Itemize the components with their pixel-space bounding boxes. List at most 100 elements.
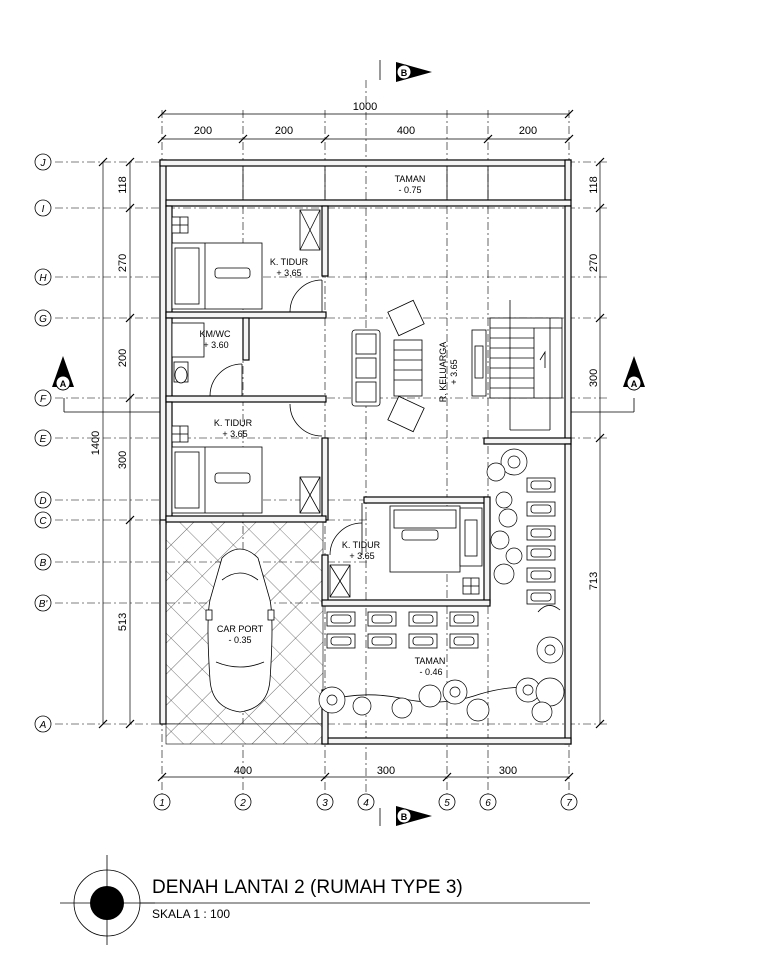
grid-bubble-b-prime: B' [34, 594, 52, 612]
svg-text:A: A [631, 379, 638, 389]
svg-text:D: D [39, 496, 46, 507]
grid-bubble-4: 4 [357, 793, 375, 811]
grid-bubble-a: A [34, 715, 52, 733]
dim-top-1: 200 [194, 125, 212, 137]
svg-text:H: H [39, 273, 47, 284]
grid-bubble-b: B [34, 553, 52, 571]
dim-left-4: 300 [117, 451, 129, 469]
family-room-furniture [351, 299, 487, 433]
room-bed3-name: K. TIDUR [342, 540, 381, 550]
drawing-scale: SKALA 1 : 100 [152, 907, 230, 921]
room-taman-bottom-name: TAMAN [415, 656, 446, 666]
dim-total-top: 1000 [353, 101, 377, 113]
grid-bubble-3: 3 [316, 793, 334, 811]
svg-text:4: 4 [363, 798, 369, 809]
room-keluarga-name: R. KELUARGA [438, 342, 448, 403]
room-taman-top-name: TAMAN [395, 174, 426, 184]
section-marker-a-left: A [52, 356, 162, 413]
dim-top-3: 400 [397, 125, 415, 137]
dimension-left: 1400 118 270 200 300 513 [90, 157, 135, 729]
svg-text:C: C [39, 516, 47, 527]
dim-left-3: 200 [117, 349, 129, 367]
garden-planters [321, 477, 566, 703]
grid-bubble-1: 1 [153, 793, 171, 811]
garden-plants [318, 448, 565, 723]
bed-room-1-furniture [171, 209, 321, 310]
dim-left-2: 270 [117, 254, 129, 272]
kmwc-furniture [171, 322, 205, 384]
grid-bubble-c: C [34, 511, 52, 529]
svg-text:6: 6 [485, 798, 491, 809]
grid-bubble-e: E [34, 429, 52, 447]
bed-room-2-furniture [171, 425, 321, 514]
room-bed2-level: + 3.65 [222, 429, 247, 439]
title-block: DENAH LANTAI 2 (RUMAH TYPE 3) SKALA 1 : … [60, 855, 590, 945]
svg-text:J: J [40, 158, 47, 169]
dim-right-4: 713 [588, 572, 600, 590]
svg-text:B': B' [39, 599, 49, 610]
room-carport-name: CAR PORT [217, 624, 264, 634]
grid-bubble-h: H [34, 268, 52, 286]
svg-text:B: B [401, 68, 408, 78]
grid-bubble-6: 6 [479, 793, 497, 811]
grid-bubble-i: I [34, 199, 52, 217]
svg-text:1: 1 [159, 798, 165, 809]
grid-bubble-g: G [34, 309, 52, 327]
svg-text:5: 5 [444, 798, 450, 809]
dim-left-1: 118 [117, 176, 129, 194]
stairs [489, 300, 563, 431]
room-kmwc-level: + 3.60 [203, 340, 228, 350]
dim-top-2: 200 [275, 125, 293, 137]
svg-text:3: 3 [322, 798, 328, 809]
room-taman-top-level: - 0.75 [398, 185, 421, 195]
room-carport-level: - 0.35 [228, 635, 251, 645]
column-grid-bubbles: 1 2 3 4 5 6 7 [153, 793, 578, 811]
dim-left-5: 513 [117, 613, 129, 631]
svg-text:B: B [401, 812, 408, 822]
dim-right-3: 300 [588, 369, 600, 387]
grid-bubble-d: D [34, 491, 52, 509]
grid-bubble-7: 7 [560, 793, 578, 811]
dim-top-4: 200 [519, 125, 537, 137]
dim-bottom-3: 300 [499, 765, 517, 777]
grid-bubble-f: F [34, 389, 52, 407]
row-grid-bubbles: J I H G F E D C B B' A [34, 153, 52, 733]
svg-text:I: I [42, 204, 45, 215]
north-arrow-disc [90, 886, 124, 920]
grid-bubble-5: 5 [438, 793, 456, 811]
dimension-top: 1000 200 200 400 200 [157, 101, 574, 144]
section-marker-b-bottom: B [379, 806, 432, 826]
drawing-title: DENAH LANTAI 2 (RUMAH TYPE 3) [152, 877, 463, 898]
svg-text:G: G [39, 314, 47, 325]
bed-room-3-furniture [329, 505, 483, 598]
grid-bubble-2: 2 [234, 793, 252, 811]
dim-bottom-1: 400 [234, 765, 252, 777]
dim-bottom-2: 300 [377, 765, 395, 777]
dimension-right: 118 270 300 713 [588, 157, 605, 729]
carport-apron-hatch [165, 723, 324, 745]
svg-text:7: 7 [566, 798, 572, 809]
room-bed3-level: + 3.65 [349, 551, 374, 561]
room-bed2-name: K. TIDUR [214, 418, 253, 428]
svg-text:A: A [39, 720, 47, 731]
dimension-bottom: 400 300 300 [157, 765, 574, 782]
room-kmwc-name: KM/WC [200, 329, 231, 339]
svg-text:E: E [40, 434, 47, 445]
grid-bubble-j: J [34, 153, 52, 171]
doors [209, 279, 363, 556]
room-taman-bottom-level: - 0.46 [419, 667, 442, 677]
section-marker-a-right: A [569, 356, 645, 413]
dim-right-1: 118 [588, 176, 600, 194]
svg-text:2: 2 [239, 798, 246, 809]
room-keluarga-level: + 3.65 [449, 359, 459, 384]
dim-left-total: 1400 [90, 431, 102, 455]
car-icon [205, 548, 275, 713]
dim-right-2: 270 [588, 254, 600, 272]
room-labels: TAMAN - 0.75 K. TIDUR + 3.65 KM/WC + 3.6… [200, 174, 460, 677]
taman-top-area [242, 166, 489, 200]
room-bed1-level: + 3.65 [276, 268, 301, 278]
walls [159, 159, 572, 745]
section-marker-b-top: B [379, 60, 432, 82]
svg-text:F: F [40, 394, 47, 405]
